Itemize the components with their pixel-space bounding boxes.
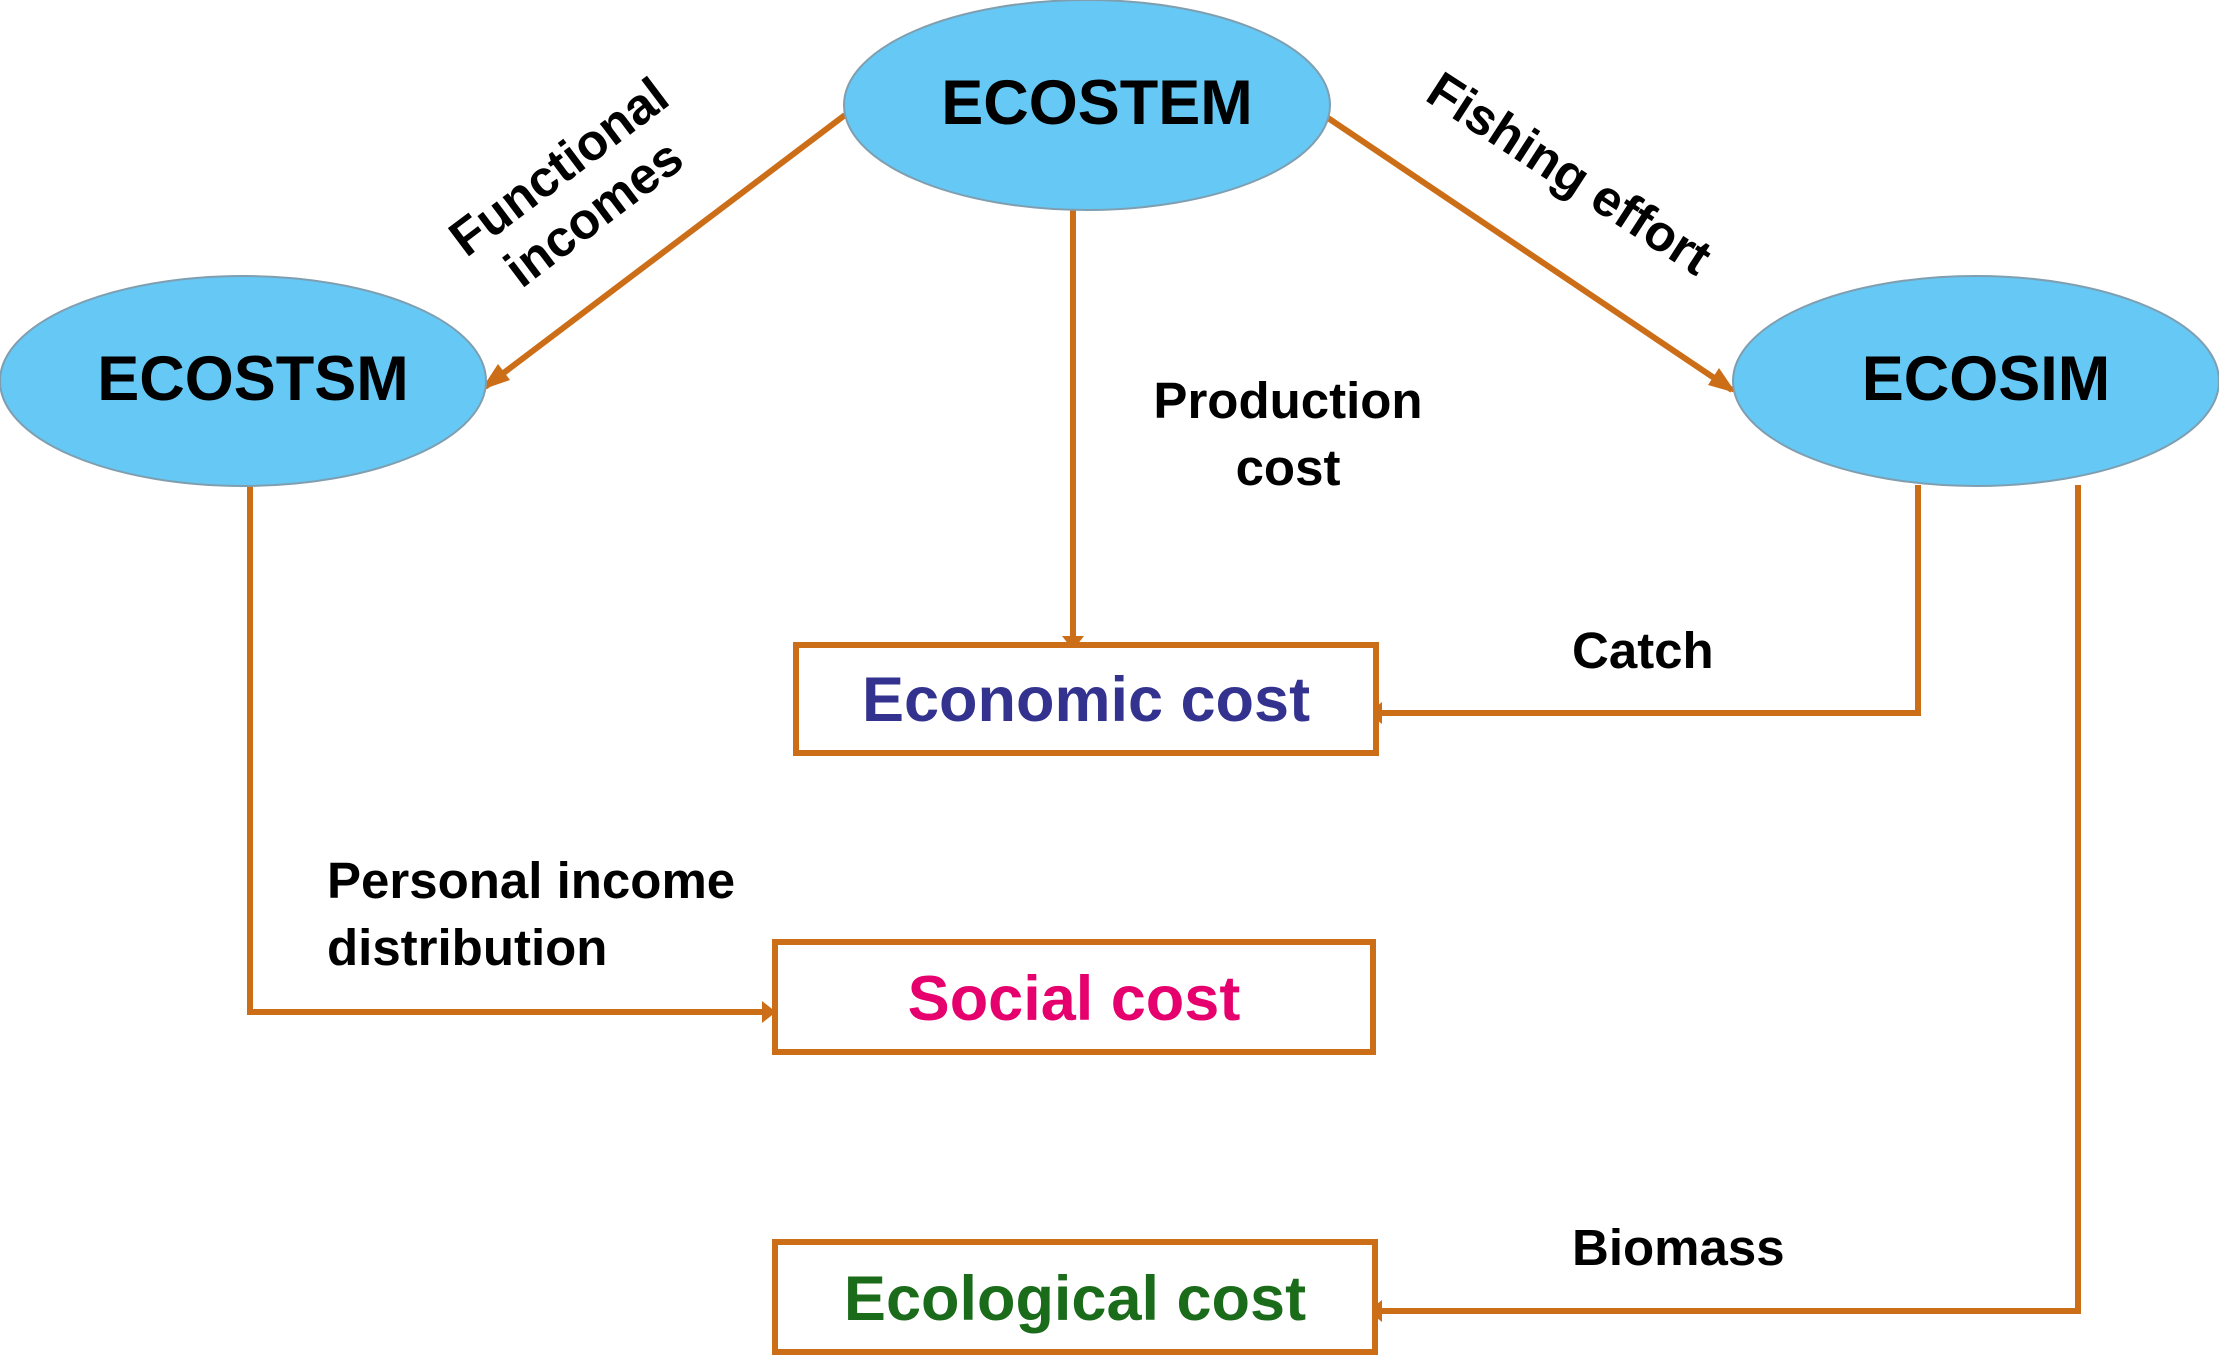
personal-income-line-1: Personal income xyxy=(327,852,735,909)
node-ecostem: ECOSTEM xyxy=(843,0,1331,211)
ecostsm-ellipse xyxy=(0,275,487,487)
ecological-cost-rect xyxy=(772,1239,1378,1355)
label-fishing-effort: Fishing effort xyxy=(1417,61,1721,286)
ecosim-ellipse xyxy=(1732,275,2219,487)
arrowhead-ecosim xyxy=(1708,368,1736,393)
arrowheads xyxy=(481,364,1736,1322)
box-social-cost: Social cost xyxy=(772,939,1376,1055)
personal-income-line-2: distribution xyxy=(327,919,607,976)
arrow-personal-income xyxy=(247,485,773,1015)
ecostem-label: ECOSTEM xyxy=(941,68,1253,138)
social-cost-rect xyxy=(772,939,1376,1055)
label-functional-incomes: Functional incomes xyxy=(439,66,694,298)
label-biomass: Biomass xyxy=(1572,1219,1785,1276)
connectors xyxy=(247,112,2081,1314)
arrow-catch xyxy=(1376,485,1921,716)
node-ecosim: ECOSIM xyxy=(1732,275,2219,487)
economic-cost-label: Economic cost xyxy=(862,665,1310,735)
arrowhead-ecostsm xyxy=(481,364,510,390)
label-catch: Catch xyxy=(1572,622,1714,679)
node-ecostsm: ECOSTSM xyxy=(0,275,487,487)
ecosim-label: ECOSIM xyxy=(1862,344,2111,414)
label-production-cost: Production cost xyxy=(1153,372,1422,496)
economic-cost-rect xyxy=(793,642,1379,756)
fishing-effort-label: Fishing effort xyxy=(1417,61,1721,286)
ecostsm-label: ECOSTSM xyxy=(97,344,409,414)
box-economic-cost: Economic cost xyxy=(793,642,1379,756)
label-personal-income: Personal income distribution xyxy=(327,852,735,976)
production-cost-line-1: Production xyxy=(1153,372,1422,429)
arrow-biomass xyxy=(1376,485,2081,1314)
box-ecological-cost: Ecological cost xyxy=(772,1239,1378,1355)
ecological-cost-label: Ecological cost xyxy=(844,1264,1306,1334)
production-cost-line-2: cost xyxy=(1236,439,1341,496)
arrow-fishing-effort xyxy=(1326,115,1734,393)
ecostem-ellipse xyxy=(843,0,1331,211)
arrow-functional-incomes xyxy=(483,112,847,390)
social-cost-label: Social cost xyxy=(908,964,1241,1034)
arrowhead-social-left xyxy=(762,1001,776,1023)
